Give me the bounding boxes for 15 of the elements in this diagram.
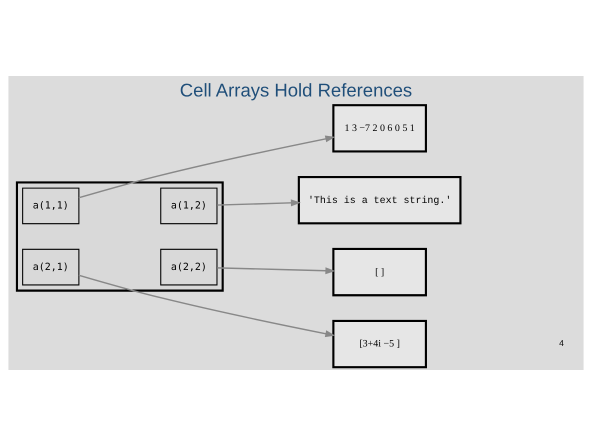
- node-box: a(2,1): [22, 248, 80, 286]
- node-box: a(2,2): [160, 248, 218, 286]
- cluster: [16, 181, 224, 292]
- arrow: [78, 274, 336, 338]
- node-box: 'This is a text string.': [298, 176, 462, 224]
- arrow: [217, 199, 301, 206]
- diagram-title: Cell Arrays Hold References: [180, 80, 412, 100]
- node-box: a(1,2): [160, 188, 218, 224]
- node-box: a(1,1): [22, 188, 80, 224]
- label: 4: [559, 338, 564, 348]
- arrow: [78, 135, 336, 198]
- arrow: [217, 267, 336, 274]
- node-box: 1 3 −7 2 0 6 0 5 1: [332, 104, 427, 153]
- node-box: [3+4i −5 ]: [332, 320, 427, 368]
- node-box: [ ]: [332, 248, 427, 296]
